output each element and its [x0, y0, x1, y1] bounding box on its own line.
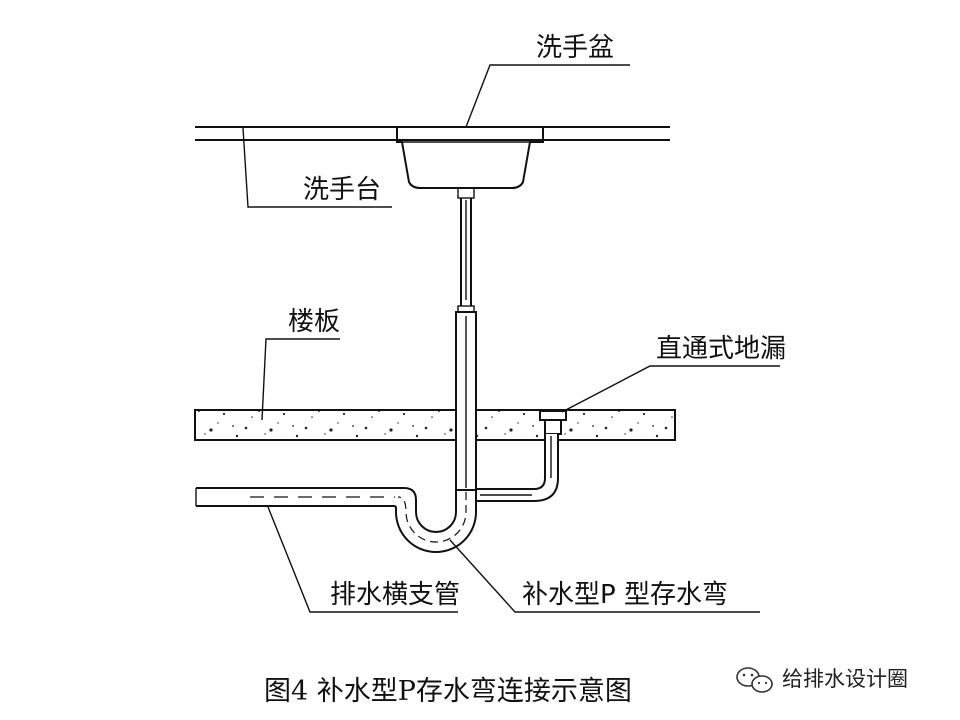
basin-outlet: [457, 187, 475, 199]
counter-top: [195, 126, 670, 141]
wash-basin: [396, 126, 544, 189]
label-branch-pipe: 排水横支管: [330, 580, 460, 610]
drain-connection-pipe: [475, 434, 559, 502]
p-trap: [195, 487, 477, 553]
floor-drain: [539, 410, 567, 435]
floor-slab: [194, 409, 676, 441]
watermark-text: 给排水设计圈: [782, 667, 908, 691]
label-counter: 洗手台: [303, 175, 381, 205]
label-floor-drain: 直通式地漏: [656, 334, 786, 364]
label-p-trap: 补水型P 型存水弯: [522, 580, 728, 610]
wechat-logo-icon: [736, 667, 773, 693]
basin-tailpiece: [457, 198, 475, 313]
figure-caption: 图4 补水型P存水弯连接示意图: [264, 676, 632, 707]
leader-lines: [242, 64, 780, 613]
vertical-drain-pipe: [455, 311, 477, 491]
label-basin: 洗手盆: [536, 33, 614, 63]
label-floor-slab: 楼板: [288, 307, 340, 337]
